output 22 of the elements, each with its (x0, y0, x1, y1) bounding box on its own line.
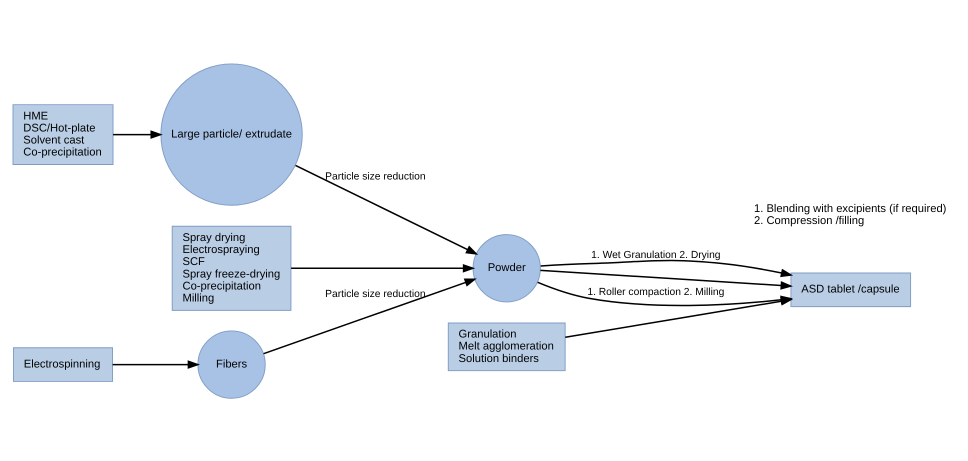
arrow (291, 263, 476, 272)
node-box: HME DSC/Hot-plate Solvent cast Co-precipitation (12, 104, 114, 164)
node-box: ASD tablet /capsule (790, 272, 912, 307)
arrow (112, 360, 200, 368)
node-box: Granulation Melt agglomeration Solution binders (448, 322, 566, 371)
node-circle: Large particle/ extrudate (160, 62, 303, 206)
arrow (295, 164, 478, 254)
node-circle: Fibers (197, 330, 266, 398)
arrow (540, 269, 793, 290)
edge-label: 1. Wet Granulation 2. Drying (591, 249, 721, 260)
edge-label: 1. Roller compaction 2. Milling (587, 286, 724, 298)
node-box: Electrospinning (12, 346, 114, 382)
label: 2. Compression /filling (754, 214, 864, 226)
label: 1. Blending with excipients (if required) (754, 202, 946, 214)
arrow (565, 296, 794, 338)
arrow (263, 278, 477, 354)
edge-label: Particle size reduction (325, 288, 426, 300)
arrow (540, 259, 794, 277)
arrow (113, 130, 163, 138)
node-circle: Powder (472, 234, 541, 302)
edge-label: Particle size reduction (325, 170, 426, 182)
node-box: Spray drying Electrospraying SCF Spray freeze-drying Co-precipitation Milling (172, 225, 292, 310)
